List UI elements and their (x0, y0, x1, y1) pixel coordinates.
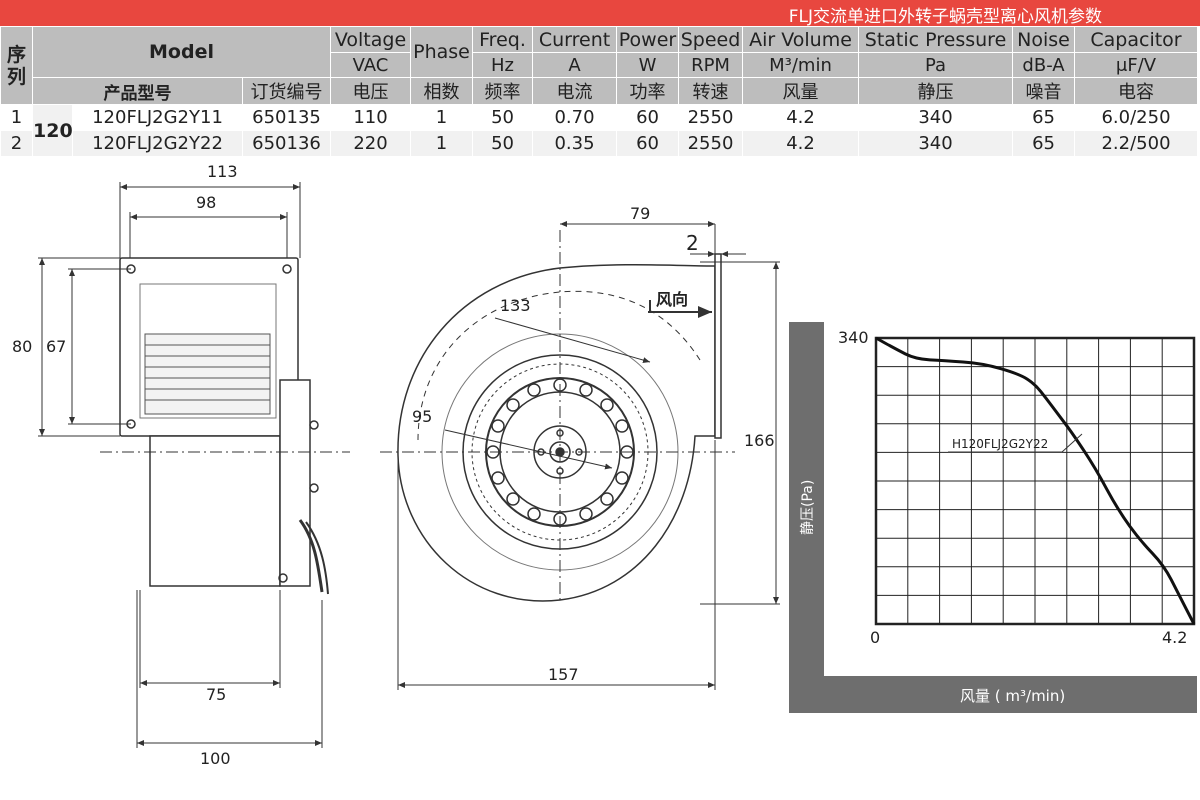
dim-front-height: 166 (744, 431, 775, 450)
col-power-zh: 功率 (616, 77, 680, 105)
col-static-pressure-unit: Pa (858, 52, 1014, 78)
order-header: 订货编号 (241, 77, 332, 105)
col-power-en: Power (616, 26, 680, 53)
model-header: Model (31, 26, 332, 78)
series-line (875, 336, 1196, 625)
dim-base-inner: 75 (206, 685, 226, 704)
row-cell: 65 (1012, 130, 1076, 157)
row-no: 1 (0, 104, 33, 131)
col-noise-en: Noise (1012, 26, 1076, 53)
row-cell: 1 (410, 104, 474, 131)
dim-flange: 2 (686, 231, 699, 255)
col-speed-en: Speed (678, 26, 744, 53)
col-capacitor-unit: μF/V (1074, 52, 1199, 78)
series-label-leader (1061, 433, 1083, 453)
product-header: 产品型号 (32, 77, 243, 105)
dim-radius-inner: 95 (412, 407, 432, 426)
row-cell: 60 (616, 130, 680, 157)
row-cell: 220 (330, 130, 412, 157)
row-cell: 0.70 (532, 104, 618, 131)
col-freq-unit: Hz (472, 52, 534, 78)
col-noise-zh: 噪音 (1012, 77, 1076, 105)
row-cell: 65 (1012, 104, 1076, 131)
col-current-zh: 电流 (532, 77, 618, 105)
series-group: 120 (32, 104, 73, 157)
series-label: H120FLJ2G2Y22 (952, 437, 1048, 451)
row-cell: 110 (330, 104, 412, 131)
col-voltage-en: Voltage (330, 26, 412, 53)
side-view (100, 257, 350, 595)
chart-ytick-340: 340 (838, 328, 869, 347)
col-current-unit: A (532, 52, 618, 78)
spec-table: 序列 Model Voltage Phase Freq. Current Pow… (0, 26, 1199, 157)
col-power-unit: W (616, 52, 680, 78)
chart-xlabel: 风量 ( m³/min) (960, 687, 1065, 705)
front-view (380, 230, 735, 602)
chart-frame-left (789, 322, 824, 687)
col-phase-zh: 相数 (410, 77, 474, 105)
row-model: 120FLJ2G2Y11 (72, 104, 243, 131)
side-dimensions (38, 182, 323, 748)
row-cell: 4.2 (742, 104, 860, 131)
chart-ylabel: 静压(Pa) (800, 480, 816, 535)
title-bar: FLJ交流单进口外转子蜗壳型离心风机参数 (0, 0, 1200, 27)
col-freq-en: Freq. (472, 26, 534, 53)
col-current-en: Current (532, 26, 618, 53)
col-phase-en: Phase (410, 26, 474, 78)
row-cell: 1 (410, 130, 474, 157)
row-model: 120FLJ2G2Y22 (72, 130, 243, 157)
seq-header: 序列 (0, 26, 33, 105)
row-no: 2 (0, 130, 33, 157)
airflow-label: 风向 (656, 290, 688, 309)
row-cell: 4.2 (742, 130, 860, 157)
dim-base-outer: 100 (200, 749, 231, 768)
col-air-volume-zh: 风量 (742, 77, 860, 105)
dim-side-width-inner: 98 (196, 193, 216, 212)
dim-outlet-width: 79 (630, 204, 650, 223)
chart-frame-bottom (789, 676, 1197, 713)
col-noise-unit: dB-A (1012, 52, 1076, 78)
row-cell: 6.0/250 (1074, 104, 1199, 131)
col-voltage-zh: 电压 (330, 77, 412, 105)
row-cell: 0.35 (532, 130, 618, 157)
col-air-volume-en: Air Volume (742, 26, 860, 53)
row-cell: 2550 (678, 104, 744, 131)
row-order: 650136 (241, 130, 332, 157)
row-cell: 340 (858, 104, 1014, 131)
dim-side-width-outer: 113 (207, 162, 238, 181)
col-freq-zh: 频率 (472, 77, 534, 105)
performance-chart: 静压(Pa) 风量 ( m³/min) 340 0 4.2 H120FLJ2G2… (789, 322, 1197, 713)
page-title: FLJ交流单进口外转子蜗壳型离心风机参数 (788, 7, 1102, 27)
dim-front-width: 157 (548, 665, 579, 684)
table-row: 2 120FLJ2G2Y22 650136 220 1 50 0.35 60 2… (0, 130, 1199, 157)
col-capacitor-zh: 电容 (1074, 77, 1199, 105)
dim-side-height-outer: 80 (12, 337, 32, 356)
row-cell: 2.2/500 (1074, 130, 1199, 157)
dim-radius-outer: 133 (500, 296, 531, 315)
col-voltage-unit: VAC (330, 52, 412, 78)
col-speed-unit: RPM (678, 52, 744, 78)
row-cell: 50 (472, 104, 534, 131)
chart-xtick-max: 4.2 (1162, 628, 1187, 647)
dim-side-height-inner: 67 (46, 337, 66, 356)
row-cell: 60 (616, 104, 680, 131)
chart-xtick-0: 0 (870, 628, 880, 647)
row-cell: 2550 (678, 130, 744, 157)
chart-series (875, 336, 1196, 625)
front-dimensions (397, 221, 780, 690)
col-capacitor-en: Capacitor (1074, 26, 1199, 53)
col-static-pressure-en: Static Pressure (858, 26, 1014, 53)
row-cell: 340 (858, 130, 1014, 157)
col-air-volume-unit: M³/min (742, 52, 860, 78)
row-order: 650135 (241, 104, 332, 131)
col-static-pressure-zh: 静压 (858, 77, 1014, 105)
chart-grid (876, 338, 1194, 624)
chart-plot-border (874, 336, 1196, 626)
col-speed-zh: 转速 (678, 77, 744, 105)
row-cell: 50 (472, 130, 534, 157)
table-row: 1 120 120FLJ2G2Y11 650135 110 1 50 0.70 … (0, 104, 1199, 157)
